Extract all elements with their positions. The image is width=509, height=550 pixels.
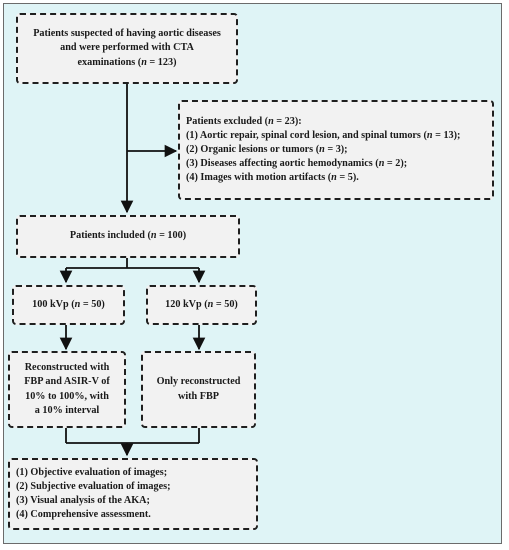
text-line: 120 kVp (n = 50) [165, 298, 238, 310]
text-line: (2) Subjective evaluation of images; [16, 480, 171, 492]
flowchart-panel [3, 3, 502, 544]
box-reconstructed-asir-v: Reconstructed with FBP and ASIR-V of 10%… [8, 351, 126, 428]
text-line: FBP and ASIR-V of [24, 376, 110, 388]
box-100-kvp: 100 kVp (n = 50) [12, 285, 125, 325]
text-line: (4) Images with motion artifacts (n = 5)… [186, 172, 359, 184]
text-line: Only reconstructed [156, 376, 241, 388]
text-line: (4) Comprehensive assessment. [16, 509, 151, 521]
box-120-kvp: 120 kVp (n = 50) [146, 285, 257, 325]
text-line: Patients included (n = 100) [69, 230, 187, 242]
text-line: Patients suspected of having aortic dise… [33, 28, 221, 40]
box-excluded-patients: Patients excluded (n = 23): (1) Aortic r… [178, 100, 494, 200]
text-line: Reconstructed with [24, 362, 110, 374]
text-line: (1) Aortic repair, spinal cord lesion, a… [186, 129, 461, 141]
text-line: (3) Visual analysis of the AKA; [16, 495, 150, 506]
text-line: 100 kVp (n = 50) [32, 298, 105, 310]
box-reconstructed-fbp: Only reconstructed with FBP [141, 351, 256, 428]
text-line: a 10% interval [34, 404, 100, 416]
text-line: Patients excluded (n = 23): [186, 115, 302, 127]
text-line: 10% to 100%, with [25, 390, 109, 402]
box-included-patients: Patients included (n = 100) [16, 215, 240, 258]
box-suspected-patients: Patients suspected of having aortic dise… [16, 13, 238, 84]
text-line: with FBP [177, 390, 220, 402]
text-line: (3) Diseases affecting aortic hemodynami… [186, 158, 408, 170]
text-line: (2) Organic lesions or tumors (n = 3); [186, 143, 348, 155]
text-line: examinations (n = 123) [77, 56, 177, 68]
box-evaluation: (1) Objective evaluation of images; (2) … [8, 458, 258, 530]
text-line: and were performed with CTA [60, 42, 194, 54]
text-line: (1) Objective evaluation of images; [16, 466, 168, 478]
